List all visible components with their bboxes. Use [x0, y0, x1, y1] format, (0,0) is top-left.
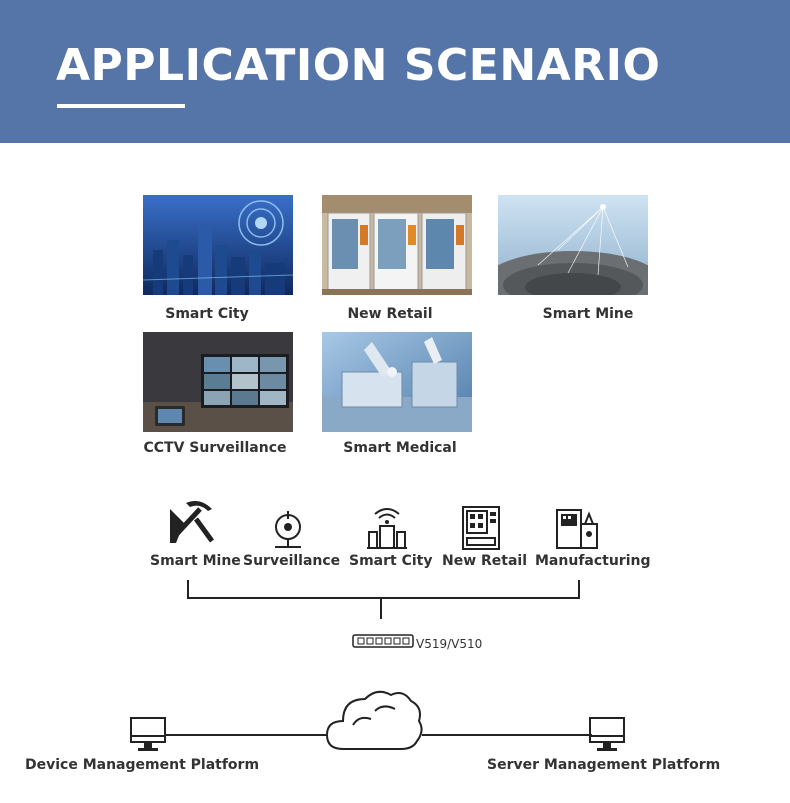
- cctv-surveillance-photo: [143, 332, 293, 432]
- smart-medical-photo: [322, 332, 472, 432]
- machine-icon: [555, 506, 601, 550]
- scenario-label: CCTV Surveillance: [143, 440, 287, 456]
- city-wifi-icon: [365, 504, 409, 550]
- left-platform-label: Device Management Platform: [25, 757, 260, 773]
- scenario-label: Smart City: [165, 306, 249, 322]
- connector-line: [422, 734, 592, 736]
- smart-city-photo: [143, 195, 293, 295]
- page-title: APPLICATION SCENARIO: [56, 40, 661, 91]
- switch-icon: [352, 634, 414, 648]
- switch-model-label: V519/V510: [416, 637, 483, 651]
- smart-mine-photo: [498, 195, 648, 295]
- scenario-label: Smart Mine: [542, 306, 634, 322]
- monitor-icon: [130, 717, 166, 753]
- right-platform-label: Server Management Platform: [487, 757, 721, 773]
- endpoint-label: Smart City: [349, 553, 433, 569]
- cloud-icon: [325, 685, 425, 753]
- connector-line: [578, 580, 580, 599]
- connector-line: [380, 597, 382, 619]
- connector-line: [165, 734, 327, 736]
- pickaxe-icon: [166, 497, 216, 545]
- endpoint-label: Smart Mine: [150, 553, 241, 569]
- scenario-label: Smart Medical: [343, 440, 457, 456]
- endpoint-label: New Retail: [442, 553, 528, 569]
- title-underline: [57, 104, 185, 108]
- monitor-icon: [589, 717, 625, 753]
- endpoint-label: Surveillance: [243, 553, 341, 569]
- endpoint-label: Manufacturing: [535, 553, 651, 569]
- scenario-label: New Retail: [347, 306, 433, 322]
- connector-line: [187, 580, 189, 599]
- connector-line: [187, 597, 580, 599]
- new-retail-photo: [322, 195, 472, 295]
- vending-machine-icon: [462, 506, 500, 550]
- camera-icon: [271, 507, 307, 551]
- header-banner: APPLICATION SCENARIO: [0, 0, 790, 143]
